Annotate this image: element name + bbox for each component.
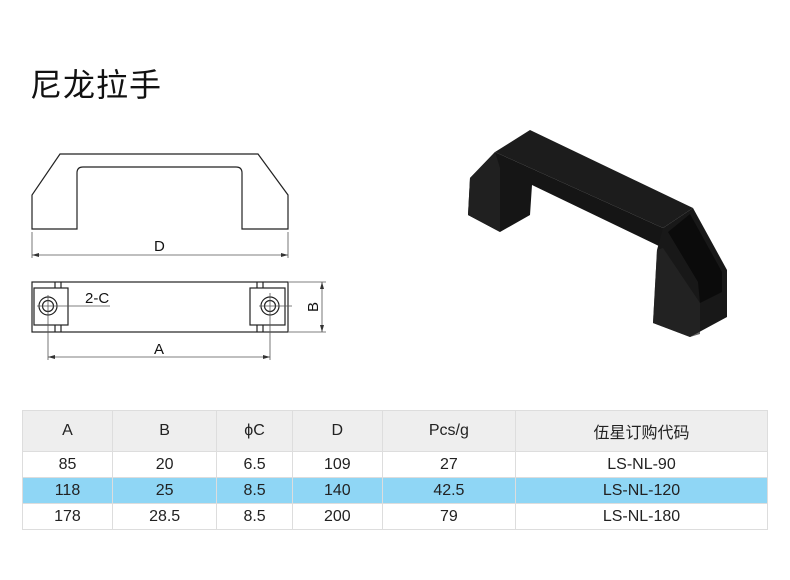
cell-c: 8.5: [216, 503, 293, 530]
handle-side-view: [31, 153, 289, 230]
cell-code: LS-NL-180: [515, 503, 768, 530]
cell-weight: 42.5: [381, 477, 517, 504]
header-code: 伍星订购代码: [515, 410, 768, 452]
cell-d: 109: [291, 451, 383, 478]
header-d: D: [291, 410, 383, 452]
cell-a: 118: [22, 477, 113, 504]
cell-weight: 27: [381, 451, 517, 478]
label-d: D: [154, 238, 165, 255]
cell-a: 178: [22, 503, 113, 530]
cell-d: 200: [291, 503, 383, 530]
handle-top-view: [31, 281, 289, 333]
cell-weight: 79: [381, 503, 517, 530]
label-b: B: [305, 302, 322, 312]
table-header-row: A B ϕC D Pcs/g 伍星订购代码: [22, 410, 768, 452]
header-weight: Pcs/g: [381, 410, 517, 452]
header-c: ϕC: [216, 410, 293, 452]
cell-b: 25: [111, 477, 218, 504]
cell-b: 28.5: [111, 503, 218, 530]
cell-code: LS-NL-90: [515, 451, 768, 478]
cell-c: 6.5: [216, 451, 293, 478]
cell-b: 20: [111, 451, 218, 478]
cell-d: 140: [291, 477, 383, 504]
cell-a: 85: [22, 451, 113, 478]
header-b: B: [111, 410, 218, 452]
header-a: A: [22, 410, 113, 452]
page-title: 尼龙拉手: [30, 67, 163, 103]
label-2c: 2-C: [85, 290, 109, 307]
cell-code: LS-NL-120: [515, 477, 768, 504]
handle-photo: [468, 130, 727, 337]
label-a: A: [154, 341, 164, 358]
cell-c: 8.5: [216, 477, 293, 504]
